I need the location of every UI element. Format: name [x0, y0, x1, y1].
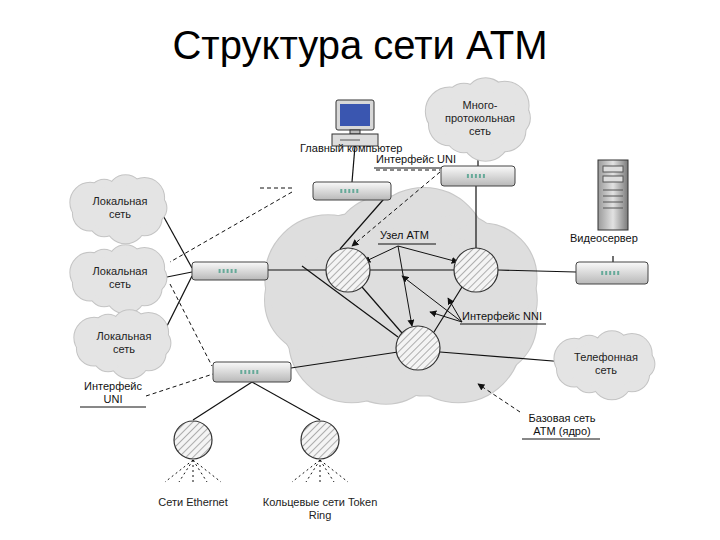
host-computer-icon — [332, 100, 378, 146]
lan-ring-node: Сети Ethernet — [173, 420, 213, 460]
node-outline — [300, 420, 340, 460]
links — [160, 146, 613, 420]
network-cloud: Много- протокольная сеть — [431, 81, 529, 155]
cloud-label: Локальная сеть — [89, 330, 159, 356]
network-cloud: Локальная сеть — [75, 248, 165, 308]
interface-lines — [146, 170, 520, 412]
annotation-label: Интерфейс NNI — [462, 310, 562, 323]
atm-core-cloud — [265, 188, 537, 404]
node-outline — [173, 420, 213, 460]
annotation-label: Видеосервер — [570, 232, 670, 245]
network-label: Сети Ethernet — [133, 496, 253, 509]
video-server-icon — [598, 160, 628, 230]
cloud-label: Локальная сеть — [85, 195, 155, 221]
network-label: Кольцевые сети Token Ring — [260, 496, 380, 522]
cloud-label: Много- протокольная сеть — [441, 99, 519, 138]
cloud-label: Телефонная сеть — [569, 351, 643, 377]
label-underlines — [80, 168, 600, 439]
annotation-label: Базовая сеть ATM (ядро) — [518, 412, 606, 438]
annotation-label: Интерфейс UNI — [80, 380, 146, 406]
network-cloud: Телефонная сеть — [559, 334, 653, 394]
network-cloud: Локальная сеть — [75, 178, 165, 238]
network-cloud: Локальная сеть — [79, 313, 169, 373]
annotation-label: Интерфейс UNI — [376, 153, 486, 166]
diagram-title: Структура сети ATM — [0, 22, 720, 68]
atm-switch-node — [326, 248, 498, 370]
lan-ring-node: Кольцевые сети Token Ring — [300, 420, 340, 460]
annotation-label: Узел ATM — [380, 229, 450, 242]
cloud-label: Локальная сеть — [85, 265, 155, 291]
callout-arrows — [364, 246, 462, 326]
lan-fan-lines — [165, 460, 348, 482]
